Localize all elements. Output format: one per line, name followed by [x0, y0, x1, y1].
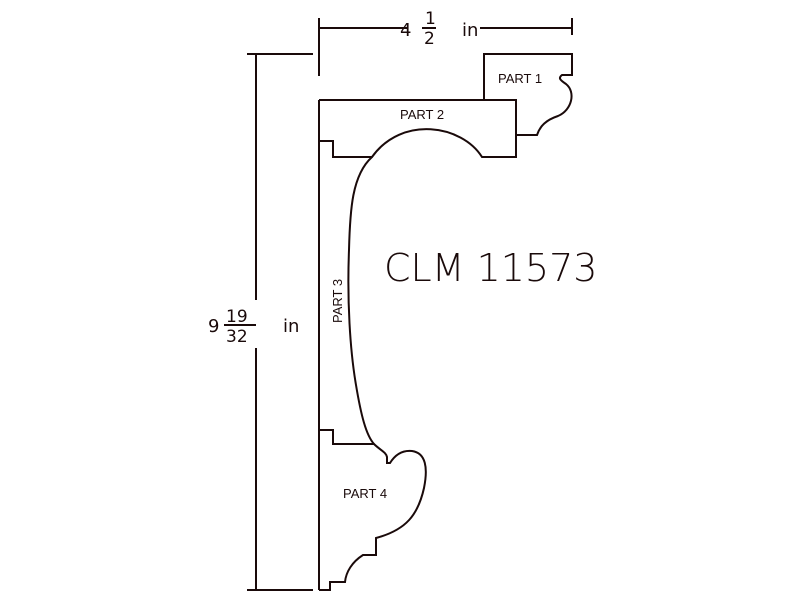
width-numerator: 1 [425, 9, 436, 29]
width-denominator: 2 [424, 29, 435, 49]
part-1-outline [483, 53, 573, 136]
part-2-label: PART 2 [400, 107, 444, 122]
width-dimension: 4 1 2 in [318, 9, 573, 76]
height-unit: in [283, 316, 299, 337]
height-denominator: 32 [226, 327, 248, 347]
drawing-title: CLM 11573 [384, 246, 597, 290]
part-4-label: PART 4 [343, 486, 387, 501]
height-numerator: 19 [226, 307, 248, 327]
width-unit: in [462, 20, 478, 41]
height-whole: 9 [208, 316, 219, 337]
part-3-outline [318, 100, 375, 590]
part-2-outline [319, 99, 517, 158]
part-1-label: PART 1 [498, 71, 542, 86]
part-4-outline [319, 429, 427, 591]
part-3-label: PART 3 [330, 279, 345, 323]
height-dimension: 9 19 32 in [208, 53, 313, 591]
width-whole: 4 [400, 20, 411, 41]
